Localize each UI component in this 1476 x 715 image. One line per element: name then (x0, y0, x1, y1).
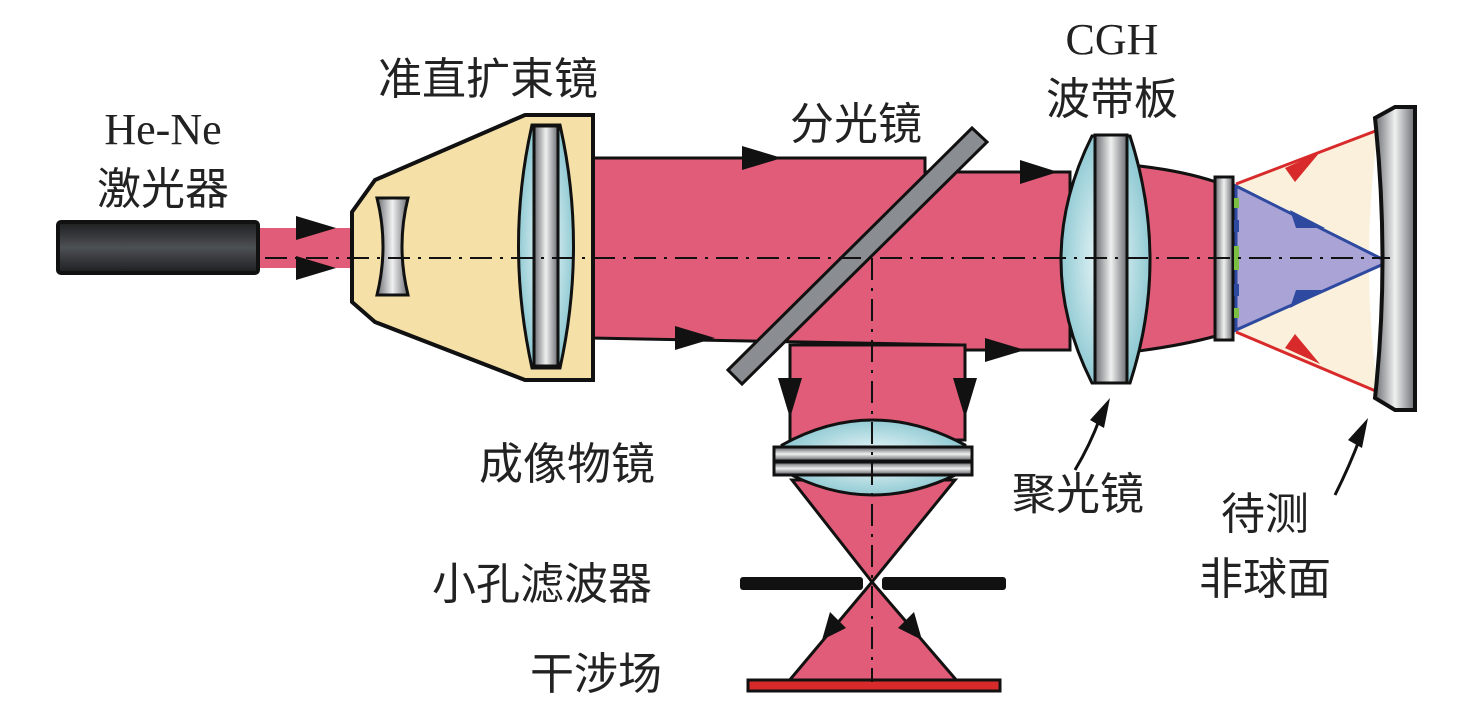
collimator-lens-rim (532, 124, 560, 368)
asphere-pointer (1333, 437, 1362, 496)
label-asphere: 非球面 (1199, 555, 1331, 604)
label-imaging-lens: 成像物镜 (479, 440, 655, 489)
red-ray-top (1235, 128, 1379, 186)
test-asphere (1372, 105, 1417, 412)
label-test: 待测 (1221, 490, 1309, 539)
red-ray-bottom (1235, 330, 1379, 394)
collimated-beam (590, 156, 1072, 352)
label-pinhole: 小孔滤波器 (432, 560, 652, 609)
label-beam-splitter: 分光镜 (790, 100, 922, 149)
concave-lens (375, 196, 410, 297)
pinhole-left (740, 577, 863, 590)
beam-splitter (725, 125, 990, 387)
pinhole-right (882, 577, 1006, 590)
label-expander: 准直扩束镜 (378, 55, 598, 104)
arrow-icons (296, 146, 1368, 640)
interference-screen (746, 678, 1002, 693)
ray-arrows (1285, 152, 1325, 364)
label-laser: 激光器 (97, 165, 229, 214)
label-zone-plate: 波带板 (1046, 75, 1178, 124)
label-interference: 干涉场 (530, 650, 662, 699)
label-laser-model: He-Ne (104, 105, 222, 154)
label-condenser: 聚光镜 (1012, 470, 1144, 519)
cgh-zones (1234, 198, 1239, 318)
label-cgh: CGH (1065, 15, 1159, 64)
laser-body (56, 220, 260, 275)
condenser-pointer (1073, 417, 1102, 471)
